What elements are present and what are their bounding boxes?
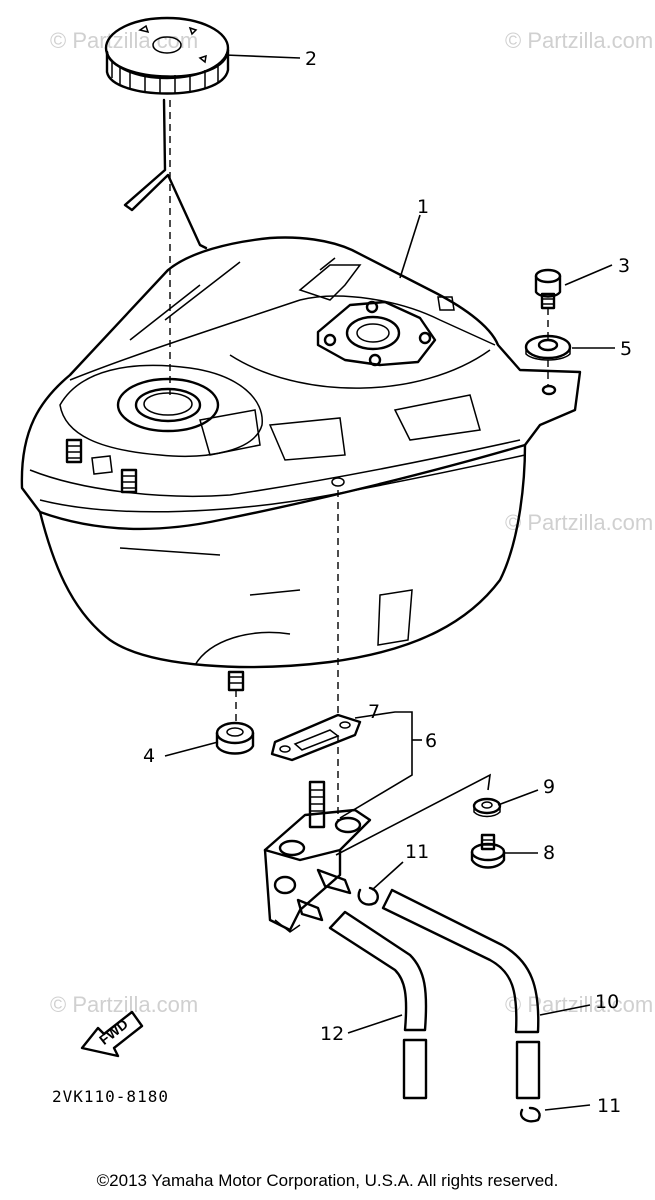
fuel-hose-part bbox=[328, 888, 541, 1100]
watermark: © Partzilla.com bbox=[505, 510, 653, 535]
drawing-code: 2VK110-8180 bbox=[52, 1087, 169, 1106]
watermark: © Partzilla.com bbox=[505, 28, 653, 53]
callout-label: 12 bbox=[320, 1023, 344, 1045]
gasket-part bbox=[270, 713, 362, 762]
callout-label: 8 bbox=[543, 842, 555, 864]
grommet-part bbox=[215, 721, 255, 755]
copyright-notice: ©2013 Yamaha Motor Corporation, U.S.A. A… bbox=[96, 1171, 559, 1190]
bolt-part bbox=[534, 268, 562, 310]
screw-part bbox=[470, 833, 506, 869]
callout-label: 4 bbox=[143, 745, 155, 767]
callouts: 2 1 3 5 4 7 6 9 8 11 10 12 11 bbox=[143, 48, 632, 1117]
damper-part bbox=[524, 334, 572, 361]
callout-label: 10 bbox=[595, 991, 619, 1013]
hose-clip-part bbox=[357, 886, 541, 1123]
watermark: © Partzilla.com bbox=[505, 992, 653, 1017]
callout-label: 6 bbox=[425, 730, 437, 752]
callout-label: 5 bbox=[620, 338, 632, 360]
leader-lines bbox=[164, 54, 615, 1111]
watermarks: © Partzilla.com © Partzilla.com © Partzi… bbox=[50, 28, 653, 1017]
callout-label: 3 bbox=[618, 255, 630, 277]
forward-direction-arrow: FWD bbox=[80, 1010, 144, 1058]
callout-label: 2 bbox=[305, 48, 317, 70]
callout-label: 11 bbox=[405, 841, 429, 863]
callout-label: 9 bbox=[543, 776, 555, 798]
callout-label: 1 bbox=[417, 196, 429, 218]
fuel-tank-part bbox=[20, 236, 582, 692]
alignment-lines bbox=[169, 100, 549, 820]
washer-part bbox=[472, 797, 502, 818]
fwd-label: FWD bbox=[96, 1016, 131, 1048]
watermark: © Partzilla.com bbox=[50, 28, 198, 53]
callout-label: 7 bbox=[368, 701, 380, 723]
fuel-cock-part bbox=[263, 780, 372, 933]
fuel-cap-part bbox=[104, 16, 230, 250]
watermark: © Partzilla.com bbox=[50, 992, 198, 1017]
callout-label: 11 bbox=[597, 1095, 621, 1117]
